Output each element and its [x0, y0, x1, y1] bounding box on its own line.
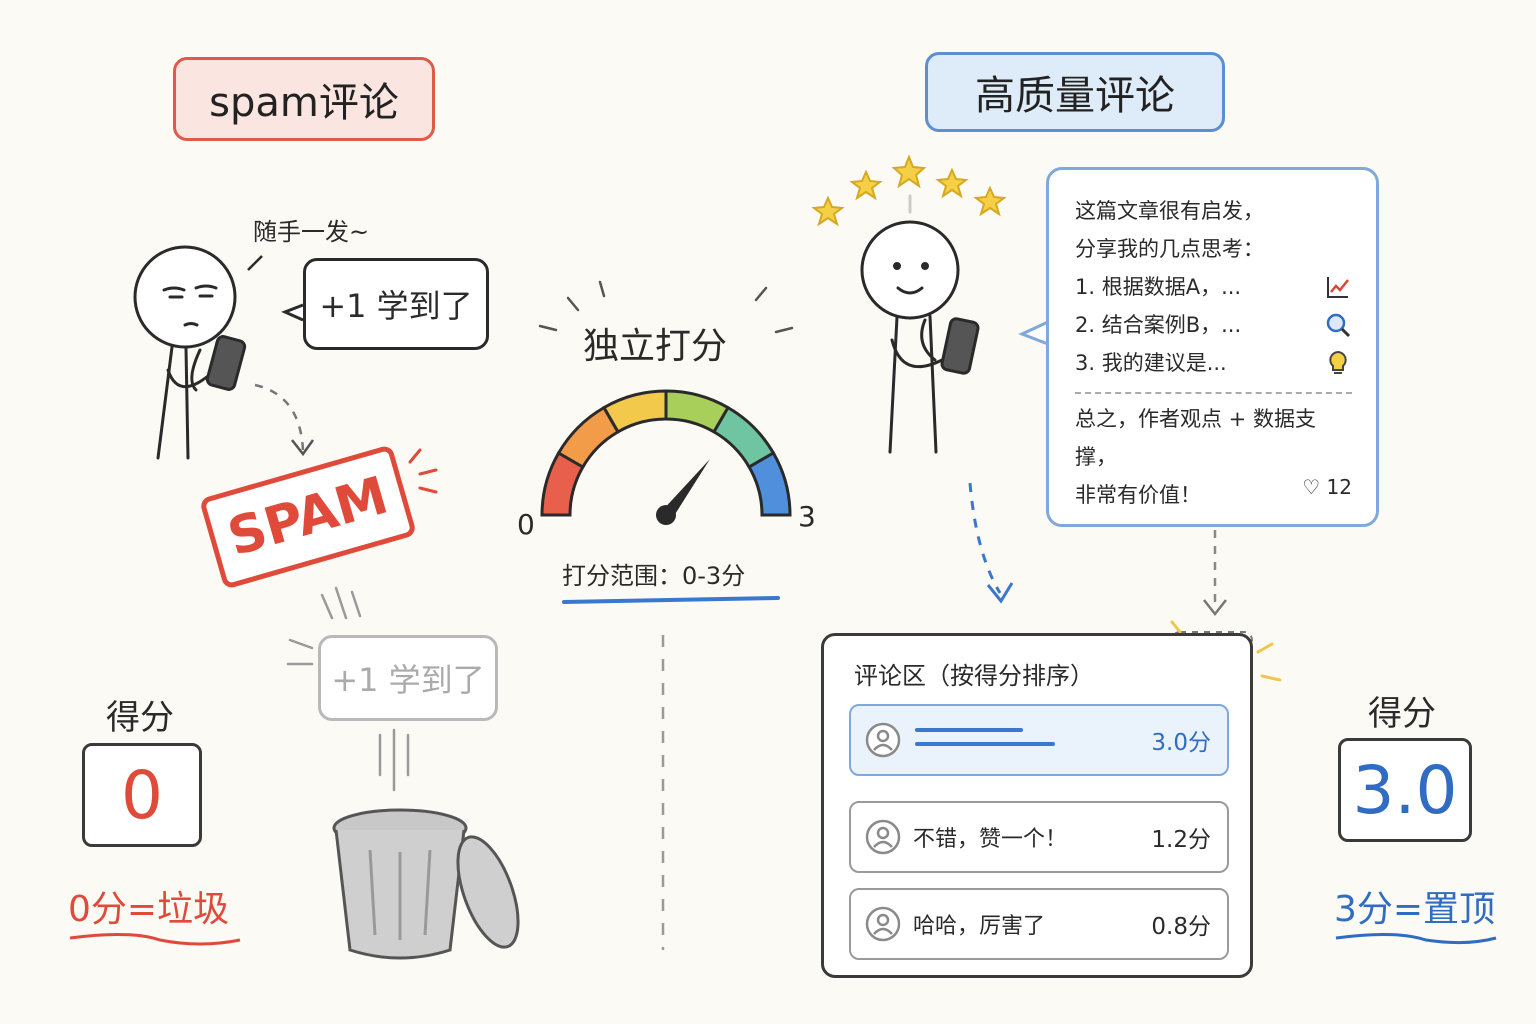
comment-row[interactable]: 哈哈，厉害了 0.8分 [849, 888, 1229, 960]
gauge-title: 独立打分 [583, 326, 728, 367]
heart-icon: ♡ [1302, 475, 1321, 499]
right-caption-underline [1335, 932, 1497, 945]
gauge-hub [656, 505, 676, 525]
comment-row-text: 不错，赞一个！ [913, 827, 1068, 852]
quality-title: 高质量评论 [925, 52, 1225, 132]
right-score-label: 得分 [1368, 694, 1436, 734]
comment-item-1: 1. 根据数据A，... [1075, 268, 1352, 306]
comment-item-1-text: 1. 根据数据A，... [1075, 275, 1242, 299]
gauge-max-label: 3 [798, 500, 816, 533]
chart-icon [1327, 277, 1349, 298]
gauge-segment [747, 450, 792, 517]
spam-speech-bubble: +1 学到了 [303, 258, 489, 350]
arrow-to-section [968, 482, 1002, 594]
comment-section: 评论区（按得分排序） 3.0分 不错，赞一个！ 1.2分 哈哈 [821, 633, 1253, 978]
avatar-icon [865, 906, 901, 942]
comment-item-2-text: 2. 结合案例B，... [1075, 313, 1242, 337]
left-caption-underline [69, 932, 241, 946]
comment-row-top[interactable]: 3.0分 [849, 704, 1229, 776]
left-score-value: 0 [82, 743, 202, 847]
casual-caption: 随手一发~ [253, 218, 370, 246]
avatar-icon [865, 819, 901, 855]
discarded-comment: +1 学到了 [318, 635, 498, 721]
comment-section-title: 评论区（按得分排序） [854, 662, 1094, 690]
comment-divider [1075, 392, 1352, 394]
comment-row-top-placeholder [901, 722, 1151, 758]
gauge-min-label: 0 [517, 508, 535, 541]
range-underline [562, 596, 780, 604]
spam-title: spam评论 [173, 57, 435, 141]
comment-conclusion-2: 非常有价值！ [1075, 483, 1201, 507]
gauge-needle [660, 459, 710, 519]
comment-row-score: 1.2分 [1151, 827, 1211, 853]
gauge-range-text: 打分范围：0-3分 [562, 562, 746, 590]
avatar-icon [865, 722, 901, 758]
right-score-value: 3.0 [1338, 738, 1472, 842]
like-count-value: 12 [1326, 475, 1352, 499]
like-count[interactable]: ♡ 12 [1302, 468, 1352, 506]
right-caption: 3分=置顶 [1334, 889, 1496, 930]
comment-conclusion-1: 总之，作者观点 + 数据支撑， [1075, 407, 1316, 469]
comment-item-3-text: 3. 我的建议是... [1075, 351, 1227, 375]
text-placeholder-lines [915, 728, 1055, 746]
spam-user-figure [133, 245, 247, 460]
left-score-label: 得分 [106, 698, 174, 738]
comment-row[interactable]: 不错，赞一个！ 1.2分 [849, 801, 1229, 873]
comment-item-2: 2. 结合案例B，... [1075, 306, 1352, 344]
trash-can-icon [332, 808, 520, 960]
rating-stars [811, 154, 1007, 227]
comment-line-2: 分享我的几点思考： [1075, 237, 1264, 261]
comment-row-score: 0.8分 [1151, 914, 1211, 940]
lightbulb-icon [1329, 350, 1347, 374]
score-gauge [540, 389, 792, 525]
comment-item-3: 3. 我的建议是... [1075, 344, 1352, 382]
left-caption: 0分=垃圾 [68, 889, 230, 930]
spam-arrow [254, 383, 305, 451]
comment-row-text: 哈哈，厉害了 [913, 914, 1046, 939]
comment-line-1: 这篇文章很有启发， [1075, 199, 1264, 223]
quality-user-figure [860, 194, 980, 454]
magnifier-icon [1326, 313, 1351, 338]
gauge-segment [601, 389, 668, 434]
comment-row-top-score: 3.0分 [1151, 730, 1211, 756]
quality-comment-card: 这篇文章很有启发， 分享我的几点思考： 1. 根据数据A，... 2. 结合案例… [1046, 167, 1379, 527]
